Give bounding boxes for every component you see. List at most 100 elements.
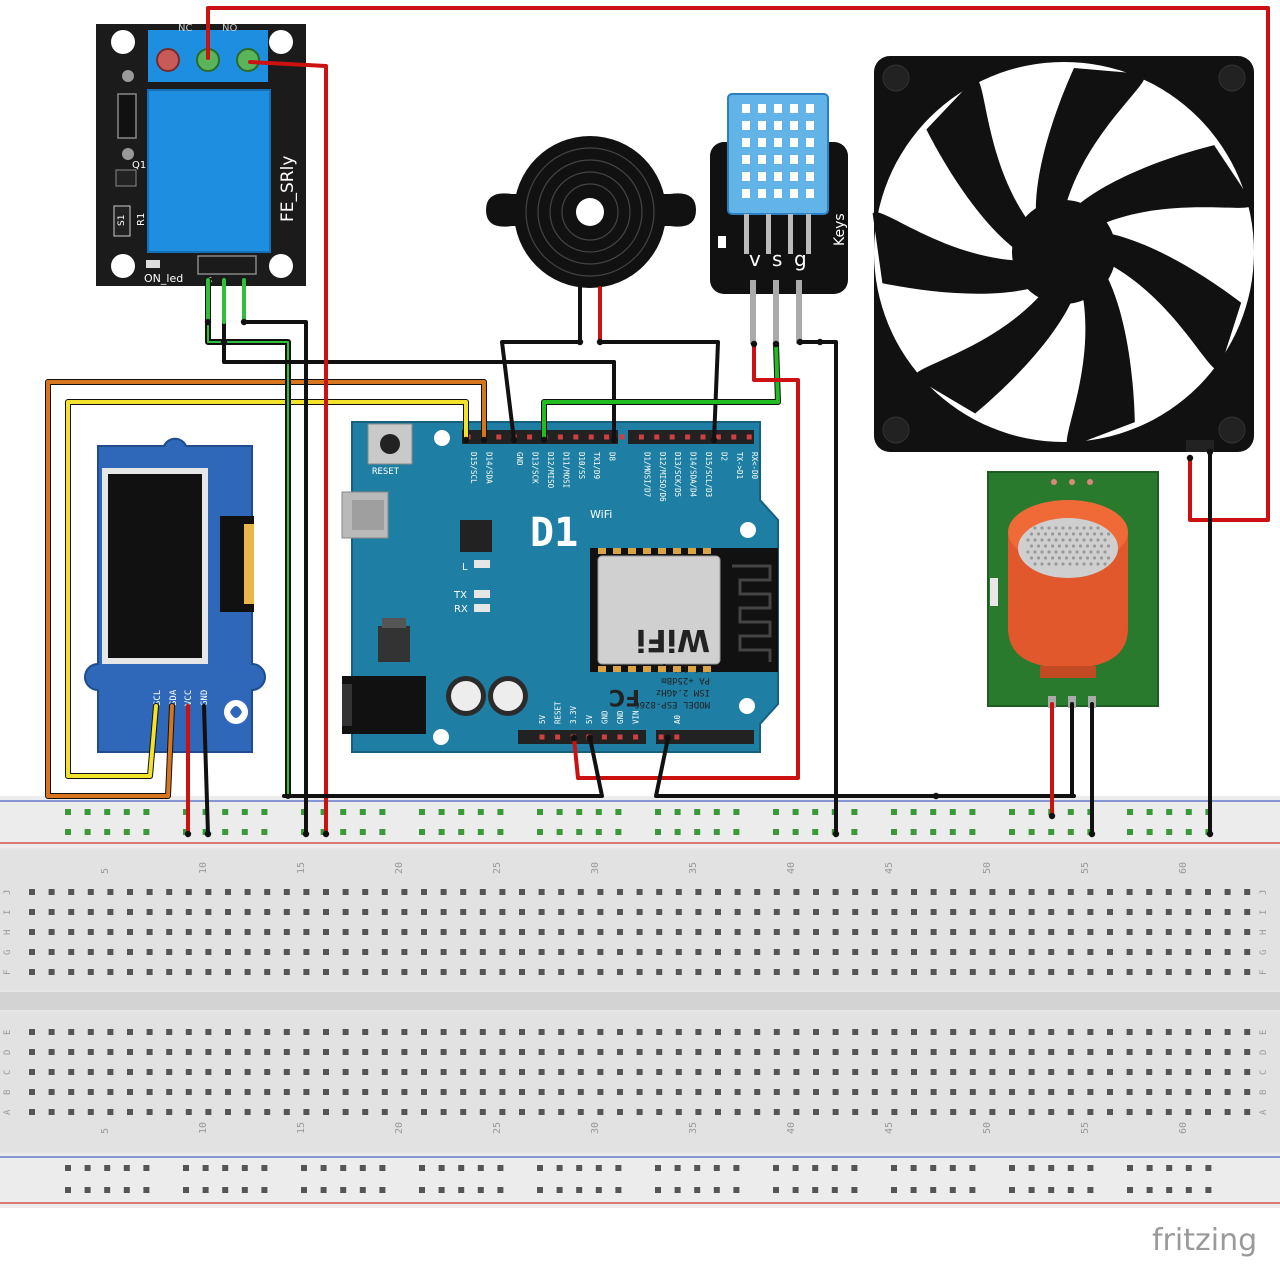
bb-hole bbox=[1087, 1109, 1094, 1115]
bb-hole bbox=[656, 929, 663, 935]
bb-hole bbox=[68, 909, 75, 915]
bb-hole bbox=[754, 1069, 761, 1075]
gas-mesh-dot bbox=[1054, 550, 1058, 554]
bb-hole bbox=[127, 889, 133, 895]
wire-oled-scl bbox=[66, 400, 468, 778]
bb-col-number-bottom: 5 bbox=[100, 1128, 111, 1134]
bb-hole bbox=[1067, 929, 1074, 935]
bb-hole bbox=[1009, 889, 1015, 895]
bb-hole bbox=[107, 969, 114, 975]
bb-hole bbox=[734, 929, 741, 935]
bb-rail-hole bbox=[773, 809, 779, 815]
bb-hole bbox=[1185, 909, 1192, 915]
bb-hole bbox=[225, 969, 231, 975]
bb-hole bbox=[519, 1109, 525, 1115]
bb-hole bbox=[68, 1069, 75, 1075]
bb-rail-hole bbox=[1028, 809, 1035, 815]
wire-end-dot bbox=[462, 436, 470, 444]
bb-hole bbox=[597, 1069, 604, 1075]
bb-hole bbox=[362, 1049, 369, 1055]
bb-rail-hole bbox=[733, 1187, 740, 1193]
bb-rail-hole bbox=[202, 1165, 209, 1171]
bb-hole bbox=[381, 969, 388, 975]
gas-pad bbox=[1069, 479, 1075, 485]
gas-mesh-dot bbox=[1040, 526, 1044, 530]
bb-hole bbox=[754, 889, 761, 895]
bb-hole bbox=[1126, 909, 1133, 915]
bb-hole bbox=[205, 889, 212, 895]
bb-hole bbox=[558, 889, 565, 895]
bb-rail-hole bbox=[792, 1187, 799, 1193]
bb-hole bbox=[734, 949, 741, 955]
d1-top-pin-label: D14/SDA/D4 bbox=[689, 452, 698, 498]
bb-hole bbox=[871, 969, 878, 975]
d1-top-pin-label: GND bbox=[515, 452, 524, 466]
bb-hole bbox=[891, 949, 898, 955]
bb-hole bbox=[401, 889, 408, 895]
bb-col-number-top: 30 bbox=[590, 862, 601, 874]
bb-hole bbox=[205, 1109, 212, 1115]
gas-mesh-dot bbox=[1047, 562, 1051, 566]
bb-hole bbox=[1048, 969, 1055, 975]
bb-hole bbox=[1165, 949, 1172, 955]
bb-hole bbox=[695, 1049, 702, 1055]
bb-hole bbox=[911, 1089, 917, 1095]
bb-hole bbox=[185, 969, 192, 975]
bb-rail-hole bbox=[477, 1187, 484, 1193]
bb-hole bbox=[715, 889, 721, 895]
bb-hole bbox=[969, 969, 976, 975]
bb-hole bbox=[48, 1089, 55, 1095]
bb-rail-hole bbox=[537, 1165, 543, 1171]
bb-hole bbox=[1048, 1109, 1055, 1115]
gas-mesh-dot bbox=[1082, 526, 1086, 530]
bb-hole bbox=[1028, 1049, 1035, 1055]
esp-pad bbox=[643, 666, 651, 672]
bb-hole bbox=[460, 1029, 467, 1035]
bb-hole bbox=[832, 949, 839, 955]
bb-hole bbox=[127, 949, 133, 955]
relay-on-led bbox=[146, 260, 160, 268]
breadboard-rail-holes bbox=[65, 809, 1212, 1193]
bb-hole bbox=[1205, 909, 1211, 915]
d1-header-pin bbox=[685, 434, 691, 440]
dht-pin-g bbox=[796, 280, 802, 344]
bb-hole bbox=[577, 1109, 584, 1115]
gas-mesh-dot bbox=[1033, 538, 1037, 542]
bb-hole bbox=[695, 969, 702, 975]
wire-end-dot bbox=[932, 792, 940, 800]
bb-hole bbox=[519, 889, 525, 895]
bb-hole bbox=[891, 889, 898, 895]
bb-hole bbox=[636, 1069, 643, 1075]
d1-top-pin-label: D12/MISO/D6 bbox=[658, 452, 667, 502]
bb-hole bbox=[166, 969, 173, 975]
bb-hole bbox=[675, 909, 682, 915]
bb-hole bbox=[773, 1109, 780, 1115]
dht-vent bbox=[742, 189, 750, 198]
bb-rail-hole bbox=[497, 1165, 504, 1171]
bb-row-letter: D bbox=[3, 1050, 13, 1055]
bb-rail-hole bbox=[104, 829, 111, 835]
bb-hole bbox=[1028, 1089, 1035, 1095]
bb-hole bbox=[852, 929, 859, 935]
bb-hole bbox=[519, 969, 525, 975]
fan-screw-hole bbox=[1218, 64, 1246, 92]
dht-vent bbox=[758, 121, 766, 130]
bb-hole bbox=[1185, 969, 1192, 975]
bb-hole bbox=[813, 949, 819, 955]
esp-wifi-logo: WiFi bbox=[636, 622, 710, 657]
bb-col-number-top: 50 bbox=[982, 862, 993, 874]
bb-hole bbox=[617, 1069, 623, 1075]
esp-pad bbox=[628, 666, 636, 672]
bb-hole bbox=[558, 929, 565, 935]
bb-hole bbox=[1205, 969, 1211, 975]
gas-mesh-dot bbox=[1057, 556, 1062, 560]
bb-hole bbox=[715, 1089, 721, 1095]
gas-mesh-dot bbox=[1033, 550, 1037, 554]
bb-hole bbox=[205, 929, 212, 935]
bb-hole bbox=[1146, 969, 1153, 975]
bb-hole bbox=[636, 969, 643, 975]
bb-rail-hole bbox=[576, 829, 583, 835]
bb-hole bbox=[48, 1069, 55, 1075]
bb-hole bbox=[636, 889, 643, 895]
bb-hole bbox=[421, 949, 427, 955]
